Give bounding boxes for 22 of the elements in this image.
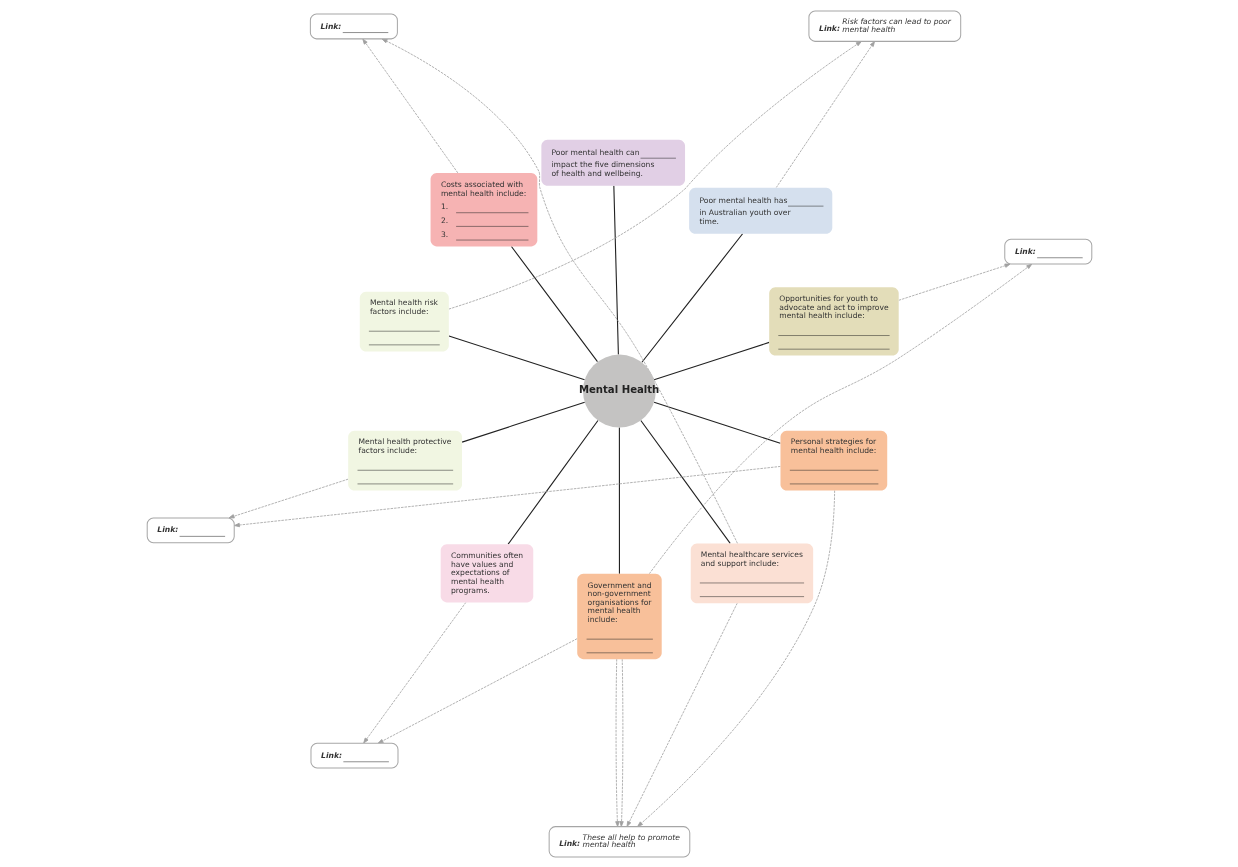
- arrow: [636, 489, 835, 827]
- arrow: [775, 40, 875, 188]
- arrow: [614, 658, 620, 827]
- arrow: [362, 601, 466, 744]
- connector: [461, 401, 585, 443]
- connector: [447, 334, 585, 380]
- arrow: [897, 263, 1010, 301]
- connector: [612, 184, 619, 355]
- connector: [653, 341, 770, 380]
- arrow: [233, 465, 781, 527]
- arrow: [377, 637, 578, 744]
- connector: [639, 419, 731, 544]
- connector: [510, 245, 598, 362]
- arrow: [618, 658, 624, 827]
- arrow: [626, 602, 738, 827]
- arrow: [447, 40, 862, 309]
- arrow: [228, 478, 348, 518]
- connector: [507, 419, 598, 545]
- connector: [618, 426, 620, 574]
- connector: [653, 401, 781, 444]
- arrow: [648, 263, 1032, 574]
- connector: [640, 232, 743, 363]
